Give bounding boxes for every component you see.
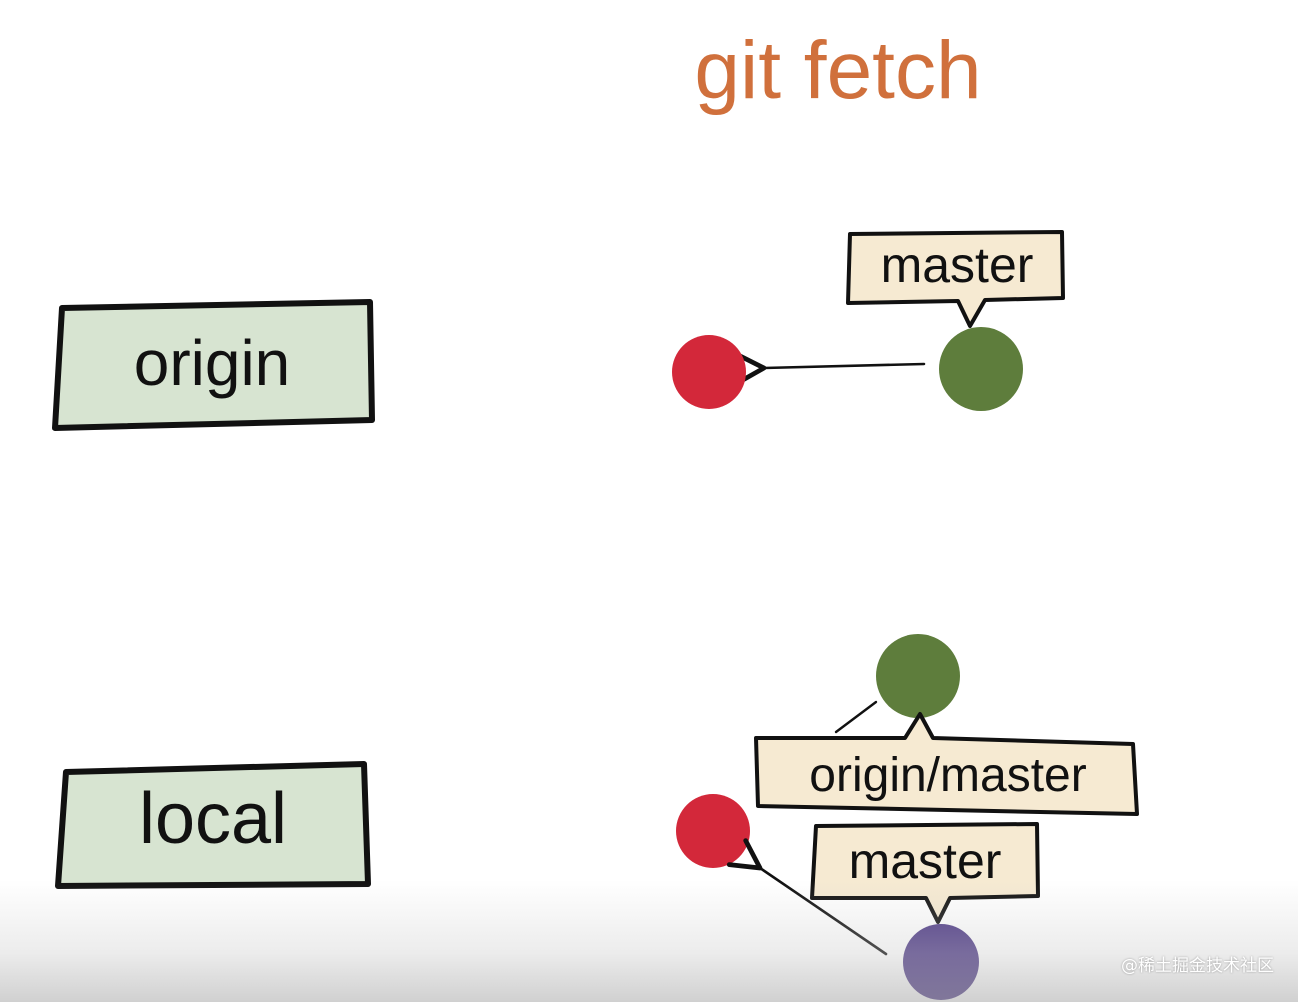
origin-commit-green: [939, 327, 1023, 411]
origin-commit-red: [672, 335, 746, 409]
origin-master-tag: master: [846, 230, 1065, 328]
local-commit-graph: origin/master master: [676, 634, 1139, 1000]
origin-master-tracking-tag: origin/master: [754, 712, 1139, 816]
origin-label: origin: [134, 327, 291, 399]
local-master-tag: master: [810, 822, 1040, 924]
origin-master-tracking-label: origin/master: [809, 749, 1086, 802]
local-green-parent-line: [834, 700, 878, 734]
diagram-title: git fetch: [694, 25, 981, 116]
local-commit-red: [676, 794, 750, 868]
origin-label-box: origin: [52, 299, 375, 431]
local-label-box: local: [55, 761, 371, 889]
local-master-tag-label: master: [849, 833, 1002, 889]
origin-master-tag-label: master: [881, 237, 1034, 293]
local-commit-green: [876, 634, 960, 718]
local-label: local: [139, 779, 287, 859]
watermark-text: @稀土掘金技术社区: [1121, 956, 1274, 976]
local-commit-purple: [903, 924, 979, 1000]
origin-parent-arrow: [733, 351, 926, 386]
origin-commit-graph: master: [672, 230, 1065, 411]
